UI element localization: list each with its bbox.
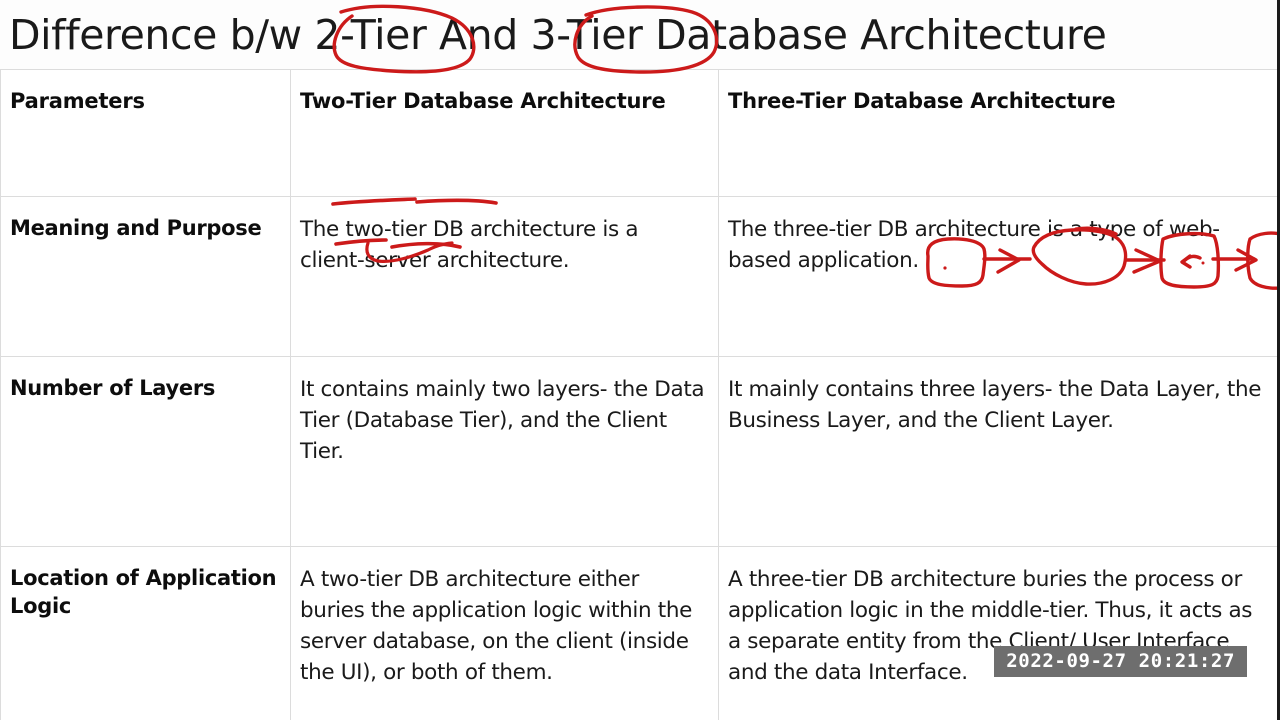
title-bar: Difference b/w 2-Tier And 3-Tier Databas… <box>0 0 1277 70</box>
column-header-three-tier: Three-Tier Database Architecture <box>718 69 1277 197</box>
row-parameter-label: Number of Layers <box>0 356 291 547</box>
column-header-parameters: Parameters <box>0 69 291 197</box>
comparison-table: Parameters Two-Tier Database Architectur… <box>0 69 1277 720</box>
row-three-tier-text: A three-tier DB architecture buries the … <box>718 546 1277 720</box>
table-row: Meaning and Purpose The two-tier DB arch… <box>0 196 1277 357</box>
page-title: Difference b/w 2-Tier And 3-Tier Databas… <box>9 11 1107 59</box>
table-row: Location of Application Logic A two-tier… <box>0 546 1277 720</box>
row-two-tier-text: The two-tier DB architecture is a client… <box>290 196 719 357</box>
timestamp-watermark: 2022-09-27 20:21:27 <box>994 646 1247 677</box>
row-parameter-label: Location of Application Logic <box>0 546 291 720</box>
row-three-tier-text: It mainly contains three layers- the Dat… <box>718 356 1277 547</box>
column-header-two-tier: Two-Tier Database Architecture <box>290 69 719 197</box>
table-header-row: Parameters Two-Tier Database Architectur… <box>0 69 1277 197</box>
table-row: Number of Layers It contains mainly two … <box>0 356 1277 547</box>
row-three-tier-text: The three-tier DB architecture is a type… <box>718 196 1277 357</box>
row-parameter-label: Meaning and Purpose <box>0 196 291 357</box>
row-two-tier-text: A two-tier DB architecture either buries… <box>290 546 719 720</box>
row-two-tier-text: It contains mainly two layers- the Data … <box>290 356 719 547</box>
